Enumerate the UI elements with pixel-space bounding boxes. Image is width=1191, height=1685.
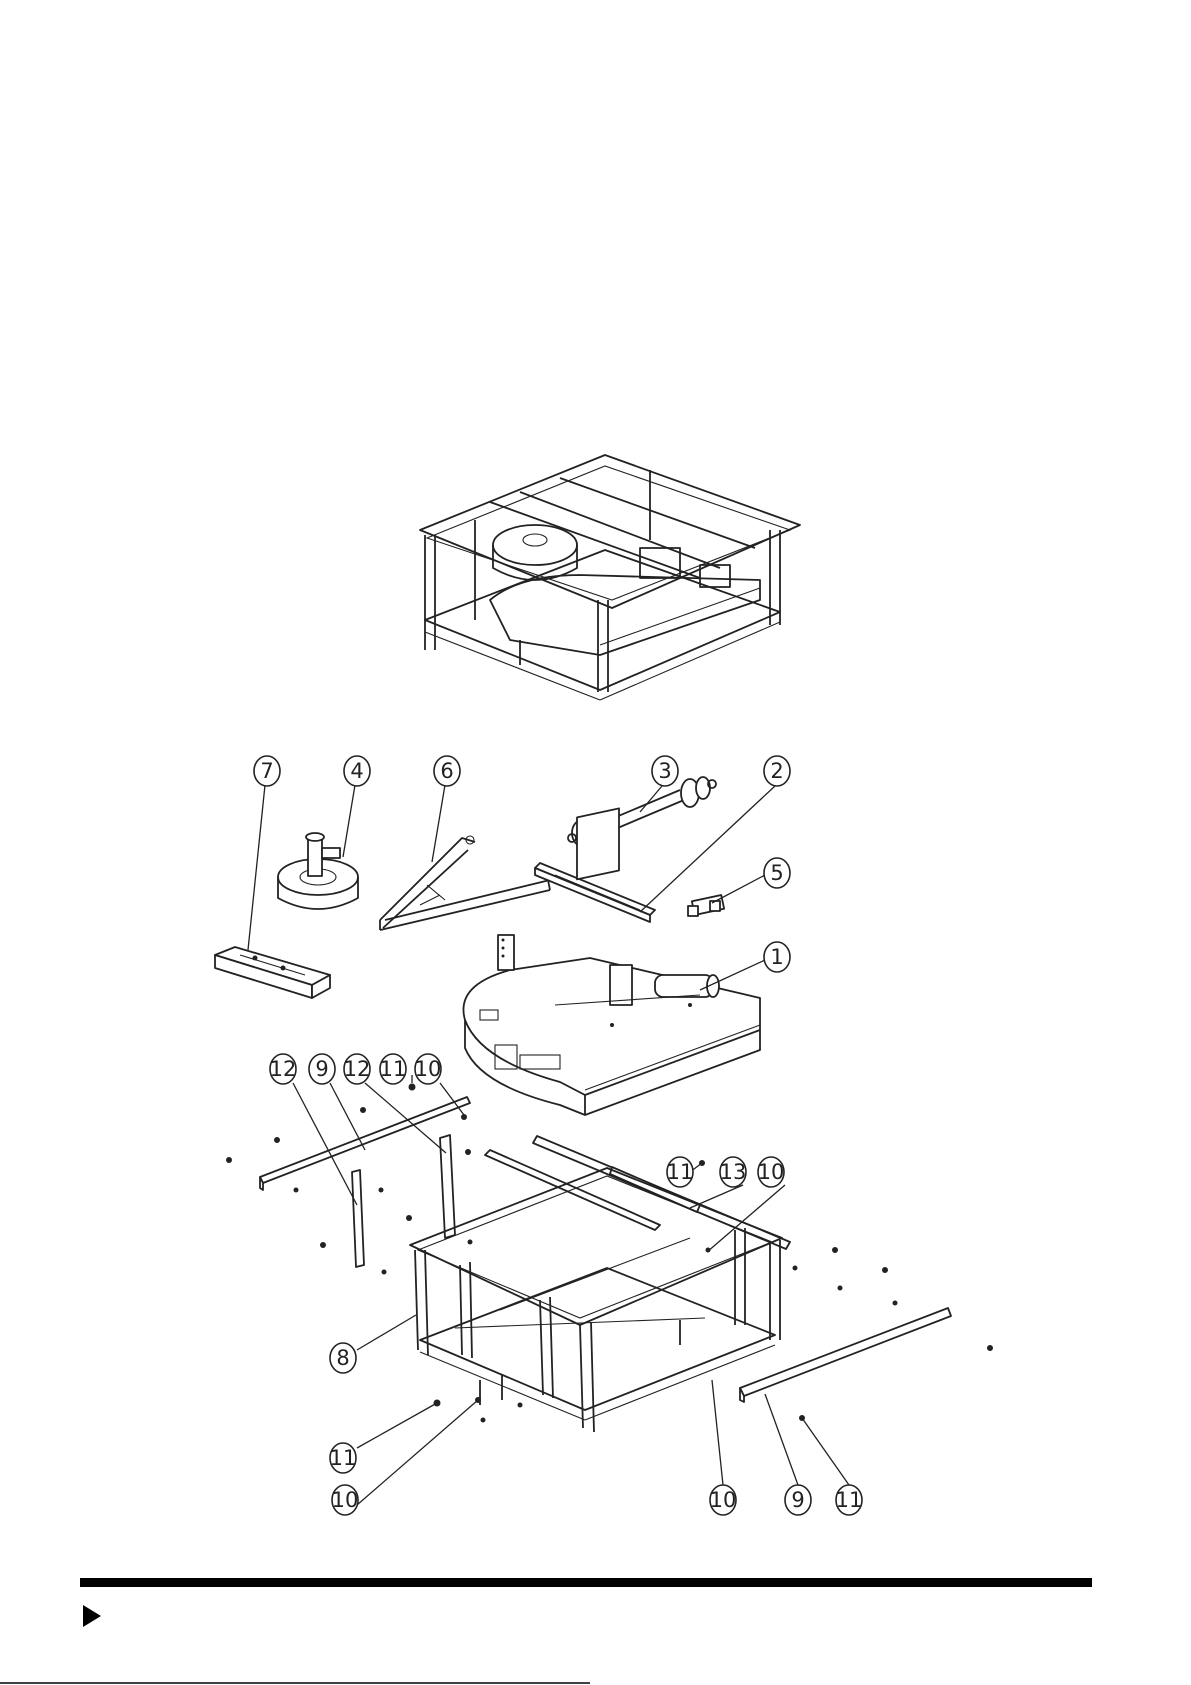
callout-13: 13 [720,1157,747,1187]
callout-2: 2 [764,756,790,786]
callout-10-a: 10 [415,1054,442,1084]
callout-11-a: 11 [380,1054,407,1084]
callout-label: 6 [440,759,453,783]
callout-11-b: 11 [667,1157,694,1187]
callout-8: 8 [330,1343,356,1373]
callout-6: 6 [434,756,460,786]
callout-label: 9 [315,1057,328,1081]
callout-label: 10 [710,1488,737,1512]
callout-label: 11 [380,1057,407,1081]
assembled-crate-view [420,455,800,700]
callout-label: 11 [330,1446,357,1470]
callout-12-a: 12 [270,1054,297,1084]
callout-10-b: 10 [758,1157,785,1187]
callout-label: 11 [667,1160,694,1184]
callout-label: 12 [344,1057,371,1081]
callout-label: 2 [770,759,783,783]
callout-9-b: 9 [785,1485,811,1515]
callout-label: 11 [836,1488,863,1512]
part-5-clamp-bracket [688,895,724,916]
callout-label: 10 [332,1488,359,1512]
part-7-skid-plate [215,947,330,998]
callout-11-d: 11 [836,1485,863,1515]
callout-9-a: 9 [309,1054,335,1084]
part-1-mower-deck [463,808,760,1115]
callout-3: 3 [652,756,678,786]
callout-label: 8 [336,1346,349,1370]
callout-label: 9 [791,1488,804,1512]
callout-4: 4 [344,756,370,786]
callout-5: 5 [764,858,790,888]
callout-10-c: 10 [332,1485,359,1515]
frame-boards-left [260,1097,790,1267]
callout-1: 1 [764,942,790,972]
part-6-a-frame-hitch [380,836,550,930]
footer-rule [80,1578,1092,1587]
callout-label: 13 [720,1160,747,1184]
callout-label: 12 [270,1057,297,1081]
callout-label: 10 [758,1160,785,1184]
callout-10-d: 10 [710,1485,737,1515]
callout-12-b: 12 [344,1054,371,1084]
part-8-crate-frame [410,1168,782,1432]
callout-label: 10 [415,1057,442,1081]
part-4-tail-wheel [278,833,358,909]
play-triangle-icon [83,1605,101,1627]
callout-label: 4 [350,759,363,783]
callout-label: 7 [260,759,273,783]
callout-11-c: 11 [330,1443,357,1473]
callout-7: 7 [254,756,280,786]
callout-label: 3 [658,759,671,783]
callout-label: 5 [770,861,783,885]
callout-label: 1 [770,945,783,969]
part-9-lower-rail [740,1308,951,1402]
